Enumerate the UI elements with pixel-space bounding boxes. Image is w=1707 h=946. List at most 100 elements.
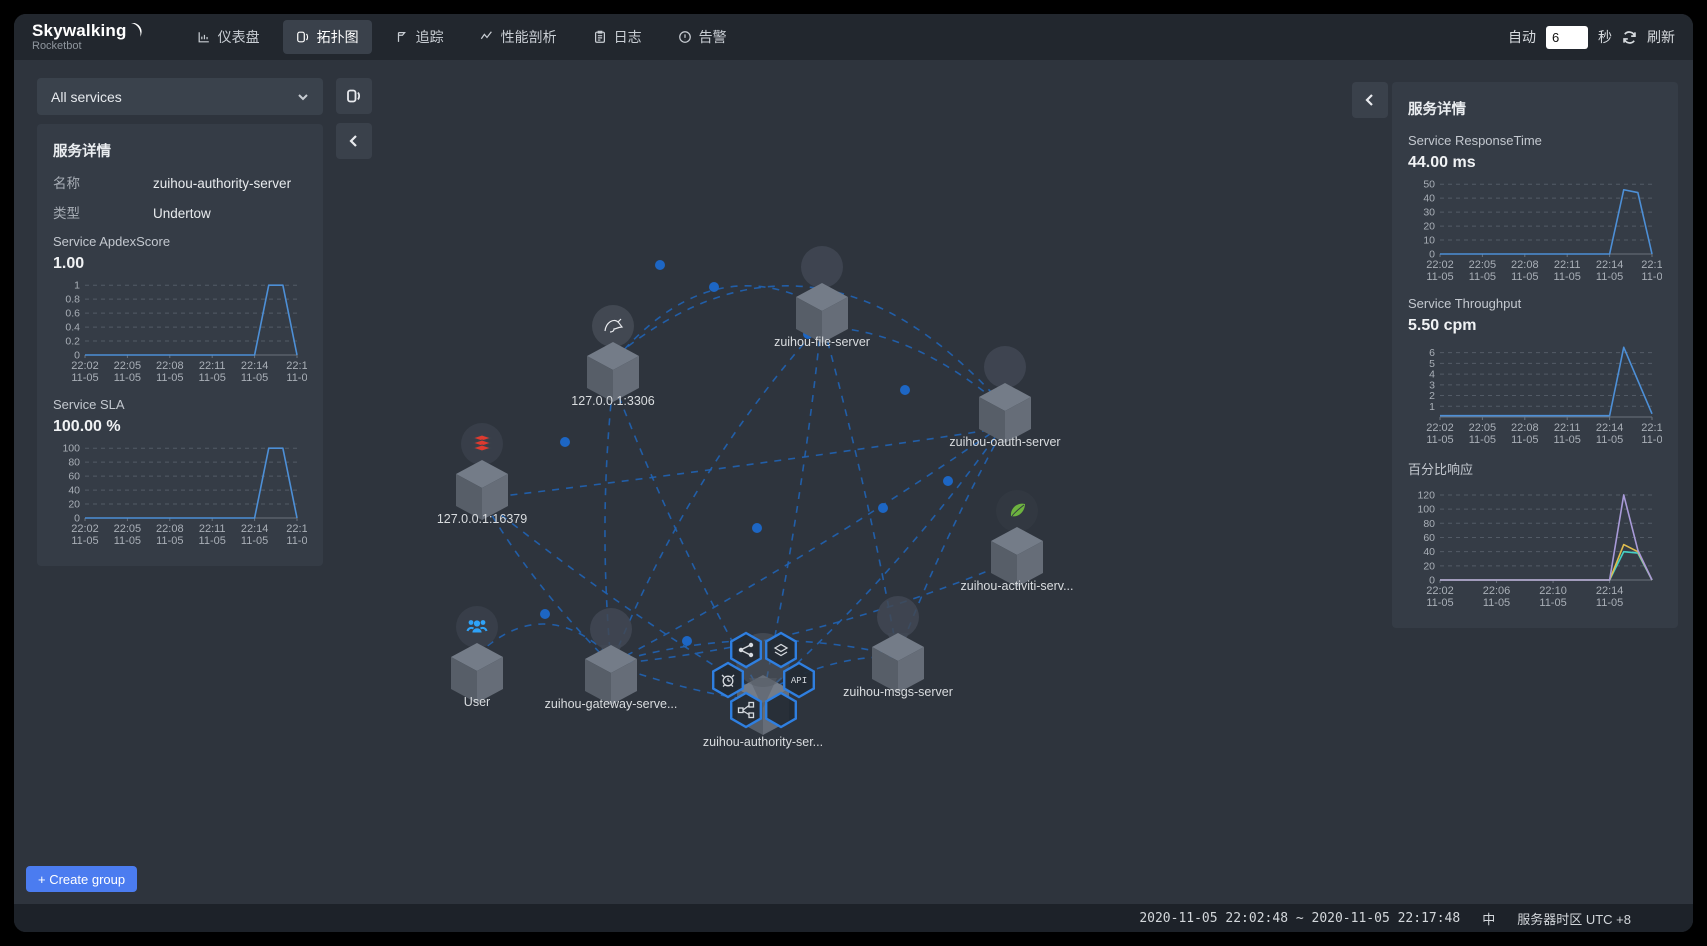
- collapse-right-panel-button[interactable]: [1352, 82, 1388, 118]
- nav-item-topology[interactable]: 拓扑图: [282, 20, 372, 54]
- field-label: 类型: [53, 205, 80, 221]
- share-icon: [748, 642, 754, 648]
- svg-text:22:1: 22:1: [1641, 422, 1662, 434]
- language-toggle[interactable]: 中: [1482, 911, 1496, 927]
- alarm-icon: [721, 674, 735, 688]
- service-selector-dropdown[interactable]: All services: [37, 78, 323, 115]
- svg-text:0.4: 0.4: [65, 322, 80, 334]
- topology-node-zuihou-gateway-serve...[interactable]: zuihou-gateway-serve...: [545, 608, 678, 711]
- svg-text:60: 60: [1423, 532, 1435, 544]
- collapse-left-panel-button[interactable]: [336, 123, 372, 159]
- topology-node-User[interactable]: User: [451, 606, 503, 709]
- refresh-interval-input[interactable]: [1546, 25, 1588, 49]
- node-icon-group: [466, 620, 488, 633]
- hex-menu-alarm[interactable]: [712, 661, 744, 699]
- share-icon: [742, 644, 750, 656]
- create-group-button[interactable]: + Create group: [26, 866, 138, 892]
- node-badge-circle: [877, 596, 919, 638]
- service-name-row: 名称 zuihou-authority-server: [53, 175, 307, 193]
- topology-node-127.0.0.1:3306[interactable]: 127.0.0.1:3306: [571, 305, 655, 408]
- svg-text:11-05: 11-05: [1554, 271, 1581, 283]
- metric-title: Service Throughput: [1408, 296, 1522, 311]
- hex-menu-layers[interactable]: [765, 631, 797, 669]
- node-cube-left: [872, 647, 898, 693]
- nav-menu: 仪表盘拓扑图追踪性能剖析日志告警: [184, 20, 740, 54]
- endpoint-icon: [742, 704, 750, 716]
- svg-text:22:11: 22:11: [1554, 422, 1581, 434]
- nav-item-trace[interactable]: 追踪: [382, 20, 457, 54]
- nav-item-alarm[interactable]: 告警: [665, 20, 740, 54]
- svg-text:10: 10: [1423, 235, 1435, 247]
- svg-text:100: 100: [62, 443, 80, 455]
- edge-traffic-dot: [655, 260, 665, 270]
- svg-text:20: 20: [1423, 221, 1435, 233]
- svg-text:22:02: 22:02: [1426, 585, 1454, 597]
- svg-text:11-0: 11-0: [286, 372, 307, 384]
- nav-item-profile[interactable]: 性能剖析: [467, 20, 570, 54]
- svg-text:2: 2: [1429, 390, 1435, 402]
- left-sidebar: All services 服务详情 名称 zuihou-authority-se…: [37, 78, 323, 567]
- node-badge-circle: [590, 608, 632, 650]
- edge-traffic-dot: [560, 437, 570, 447]
- nav-item-dashboard[interactable]: 仪表盘: [184, 20, 273, 54]
- metric-value: 100.00 %: [53, 418, 121, 436]
- field-value: zuihou-authority-server: [153, 176, 292, 191]
- topology-mode-button[interactable]: [336, 78, 372, 114]
- refresh-icon[interactable]: [1622, 30, 1637, 45]
- node-cube-left: [585, 659, 611, 705]
- hex-menu-share[interactable]: [730, 631, 762, 669]
- node-cube-left: [456, 474, 482, 520]
- node-cube-left: [796, 297, 822, 343]
- nav-item-log[interactable]: 日志: [580, 20, 655, 54]
- metric-title: 百分比响应: [1408, 462, 1474, 477]
- auto-refresh-label: 自动: [1508, 29, 1536, 45]
- svg-text:60: 60: [68, 471, 80, 483]
- service-type-row: 类型 Undertow: [53, 205, 307, 223]
- logo-title: Skywalking: [32, 20, 127, 40]
- time-range[interactable]: 2020-11-05 22:02:48 ~ 2020-11-05 22:17:4…: [1139, 910, 1461, 926]
- svg-text:11-05: 11-05: [71, 535, 98, 547]
- refresh-button[interactable]: 刷新: [1647, 29, 1675, 45]
- edge-traffic-dot: [540, 609, 550, 619]
- svg-text:11-05: 11-05: [1469, 434, 1496, 446]
- topology-node-zuihou-oauth-server[interactable]: zuihou-oauth-server: [949, 346, 1061, 449]
- svg-text:11-0: 11-0: [1641, 271, 1662, 283]
- svg-text:22:1: 22:1: [286, 523, 307, 535]
- node-cube-right: [1005, 397, 1031, 443]
- svg-text:11-05: 11-05: [199, 372, 226, 384]
- svg-text:30: 30: [1423, 207, 1435, 219]
- svg-text:22:11: 22:11: [1554, 259, 1581, 271]
- topology-edge: [823, 326, 1003, 407]
- hex-menu-endpoint[interactable]: [730, 691, 762, 729]
- hex-menu-api[interactable]: API: [783, 661, 815, 699]
- metric-title: Service ApdexScore: [53, 234, 171, 250]
- svg-text:4: 4: [1429, 369, 1435, 381]
- edge-traffic-dot: [878, 503, 888, 513]
- trace-icon: [397, 32, 406, 42]
- svg-text:1: 1: [74, 280, 80, 292]
- svg-text:0.8: 0.8: [65, 294, 80, 306]
- metric-value: 5.50 cpm: [1408, 317, 1477, 334]
- node-icon-group: [604, 318, 624, 333]
- topology-node-zuihou-activiti-serv...[interactable]: zuihou-activiti-serv...: [961, 490, 1074, 593]
- topology-node-zuihou-file-server[interactable]: zuihou-file-server: [774, 246, 870, 349]
- profile-icon: [480, 31, 492, 40]
- svg-text:80: 80: [1423, 518, 1435, 530]
- panel-title: 服务详情: [1408, 102, 1466, 118]
- edge-traffic-dot: [943, 476, 953, 486]
- svg-text:11-05: 11-05: [1469, 271, 1496, 283]
- svg-text:22:05: 22:05: [1469, 259, 1497, 271]
- navbar: Skywalking Rocketbot 仪表盘拓扑图追踪性能剖析日志告警 自动…: [14, 14, 1693, 60]
- topology-node-127.0.0.1:16379[interactable]: 127.0.0.1:16379: [437, 423, 527, 526]
- edge-traffic-dot: [709, 282, 719, 292]
- svg-text:22:02: 22:02: [1426, 422, 1454, 434]
- svg-text:11-05: 11-05: [1596, 434, 1623, 446]
- svg-text:0: 0: [1429, 575, 1435, 587]
- svg-text:22:08: 22:08: [1511, 259, 1539, 271]
- hexagon: [765, 691, 797, 729]
- topology-node-zuihou-msgs-server[interactable]: zuihou-msgs-server: [843, 596, 953, 699]
- svg-text:22:08: 22:08: [156, 360, 184, 372]
- svg-text:11-05: 11-05: [156, 535, 183, 547]
- topology-icon: [347, 89, 361, 103]
- svg-text:22:14: 22:14: [1596, 422, 1624, 434]
